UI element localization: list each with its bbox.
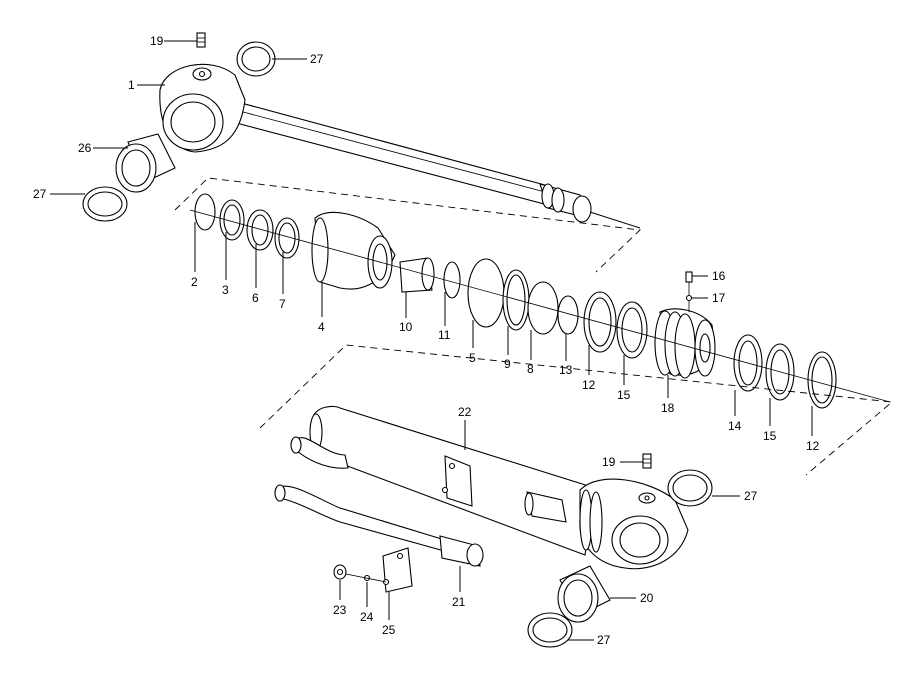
grease-nipple-bottom xyxy=(642,453,652,469)
label-8: 8 xyxy=(527,362,534,376)
leader-lines xyxy=(50,40,813,641)
label-27-right: 27 xyxy=(744,489,758,503)
cylinder-head-4 xyxy=(311,211,396,290)
label-27-bottom: 27 xyxy=(597,633,611,647)
barrel-head-20 xyxy=(579,478,689,570)
label-24: 24 xyxy=(360,610,374,624)
label-15-end: 15 xyxy=(763,429,777,443)
pipe-clamp-bottom xyxy=(382,547,413,593)
label-13: 13 xyxy=(559,363,573,377)
label-18: 18 xyxy=(661,401,675,415)
bolt-washer xyxy=(333,564,387,583)
rings-row xyxy=(443,258,648,359)
label-4: 4 xyxy=(318,320,325,334)
barrel-boundary xyxy=(259,344,894,476)
axis-line-top xyxy=(189,209,891,403)
label-19-top: 19 xyxy=(150,34,164,48)
rod-eye xyxy=(159,63,246,153)
seal-ring-top xyxy=(236,41,276,77)
label-2: 2 xyxy=(191,275,198,289)
label-3: 3 xyxy=(222,283,229,297)
label-11: 11 xyxy=(438,328,451,342)
spacer-block xyxy=(524,491,567,523)
hydraulic-pipe xyxy=(274,436,484,567)
label-5: 5 xyxy=(469,351,476,365)
seal-ring-27-right xyxy=(667,469,713,507)
set-screw-16-17 xyxy=(685,271,693,312)
label-1: 1 xyxy=(128,78,135,92)
label-23: 23 xyxy=(333,603,347,617)
label-27-top: 27 xyxy=(310,52,324,66)
grease-nipple-top xyxy=(196,32,206,48)
piston-rod xyxy=(224,99,641,229)
label-12-end: 12 xyxy=(806,439,820,453)
bushing-26 xyxy=(115,133,176,193)
label-16: 16 xyxy=(712,269,726,283)
piston-18 xyxy=(654,308,716,379)
label-26: 26 xyxy=(78,141,92,155)
pipe-clamp-top xyxy=(441,455,473,507)
label-7: 7 xyxy=(279,297,286,311)
label-15-mid: 15 xyxy=(617,388,631,402)
label-14: 14 xyxy=(728,419,742,433)
label-25: 25 xyxy=(382,623,396,637)
label-21: 21 xyxy=(452,595,466,609)
seals-group xyxy=(194,193,300,259)
bushing-bottom xyxy=(557,565,611,623)
label-19-bottom: 19 xyxy=(602,455,616,469)
label-27-left: 27 xyxy=(33,187,47,201)
seal-ring-27-bottom xyxy=(527,612,573,648)
label-9: 9 xyxy=(504,357,511,371)
label-17: 17 xyxy=(712,291,726,305)
label-20: 20 xyxy=(640,591,654,605)
seal-ring-27-left xyxy=(82,186,128,222)
label-12-mid: 12 xyxy=(582,378,596,392)
part-labels: 19 27 1 26 27 2 3 6 7 4 10 11 5 9 8 13 1… xyxy=(33,34,820,647)
rings-end xyxy=(733,334,837,409)
collar-10 xyxy=(399,257,435,293)
label-6: 6 xyxy=(252,291,259,305)
label-10: 10 xyxy=(399,320,413,334)
label-22: 22 xyxy=(458,405,472,419)
